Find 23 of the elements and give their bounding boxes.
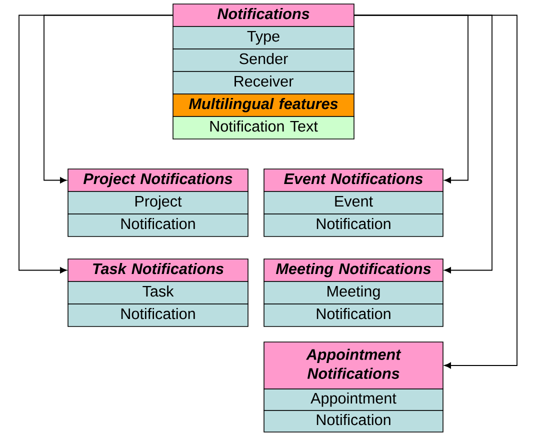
table-cell: Multilingual features xyxy=(172,94,354,117)
table-cell: Event xyxy=(264,191,444,214)
table-cell: Receiver xyxy=(172,71,354,94)
table-cell: Notification Text xyxy=(172,116,354,140)
table-header: Event Notifications xyxy=(264,168,444,192)
table-cell: Type xyxy=(172,26,354,50)
table-cell: Notification xyxy=(68,304,248,327)
table-header: Meeting Notifications xyxy=(264,258,444,282)
table-cell: Task xyxy=(68,281,248,304)
arrow xyxy=(354,14,518,369)
table-header: Project Notifications xyxy=(68,168,248,192)
table-cell: Appointment xyxy=(264,388,444,411)
arrow xyxy=(18,14,174,274)
table-header: Task Notifications xyxy=(68,258,248,282)
table-header: Appointment Notifications xyxy=(264,342,444,390)
table-cell: Notification xyxy=(264,304,444,327)
table-cell: Project xyxy=(68,191,248,214)
table-header: Notifications xyxy=(172,4,354,27)
table-cell: Notification xyxy=(264,410,444,432)
table-cell: Notification xyxy=(68,214,248,237)
table-cell: Meeting xyxy=(264,281,444,304)
table-cell: Notification xyxy=(264,214,444,237)
table-cell: Sender xyxy=(172,48,354,72)
